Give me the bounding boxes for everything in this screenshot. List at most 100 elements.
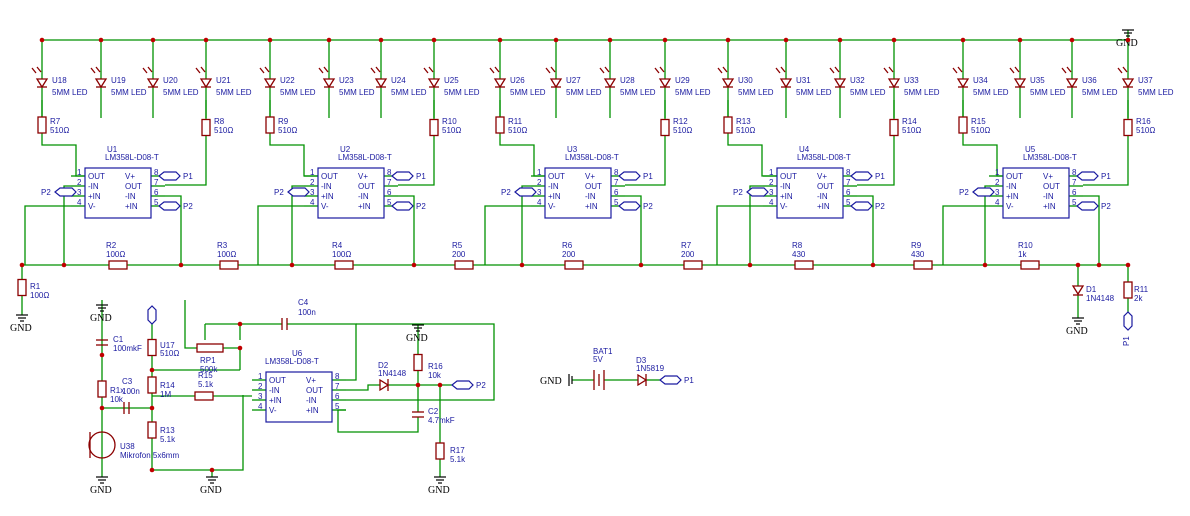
junction-dot — [837, 37, 843, 43]
net-flag-shape — [54, 187, 77, 197]
d3-value: 1N5819 — [636, 364, 665, 373]
net-flag-shape — [158, 171, 181, 181]
net-flag-label: P2 — [733, 188, 743, 197]
diode-D1 — [1071, 285, 1085, 296]
net-flag-shape — [746, 187, 769, 197]
comparator-ref: U5 — [1025, 145, 1036, 154]
comparator-pin-number: 4 — [537, 198, 542, 207]
ground-label: GND — [90, 313, 112, 324]
led-ref: U31 — [796, 76, 811, 85]
junction-dot — [98, 37, 104, 43]
comparator-pin-number: 5 — [387, 198, 392, 207]
ground-label: GND — [200, 485, 222, 496]
led-rays — [90, 66, 101, 74]
junction-dot — [237, 345, 243, 351]
p1-flag — [158, 171, 181, 181]
led-body — [146, 78, 160, 89]
ladder-resistor-ref: R7 — [681, 241, 692, 250]
net-flag-label: P2 — [875, 202, 885, 211]
wire — [398, 195, 415, 265]
comparator-pin-number: 2 — [310, 178, 315, 187]
amp-pin-number: 2 — [258, 382, 263, 391]
comparator-pin-label: +IN — [321, 192, 334, 201]
led-U36 — [1061, 66, 1079, 89]
mic-ground — [96, 476, 108, 484]
led-body — [956, 78, 970, 89]
resistor-R1x — [97, 380, 107, 398]
comparator-pin-label: -IN — [358, 192, 369, 201]
ladder-resistor-value: 430 — [911, 250, 925, 259]
comparator-pin-label: +IN — [88, 192, 101, 201]
led-resistor-R8 — [201, 118, 211, 137]
comparator-pin-number: 6 — [614, 188, 619, 197]
led-value: 5MM LED — [796, 88, 832, 97]
comparator-part: LM358L-D08-T — [565, 153, 619, 162]
comparator-pin-number: 3 — [995, 188, 1000, 197]
d1-ref: D1 — [1086, 285, 1097, 294]
led-resistor-value: 510Ω — [902, 126, 921, 135]
led-resistor-R12 — [660, 118, 670, 137]
wire — [337, 409, 419, 433]
led-body — [549, 78, 563, 89]
led-resistor-ref: R7 — [50, 117, 61, 126]
led-U18 — [31, 66, 49, 89]
junction-dot — [1069, 37, 1075, 43]
junction-dot — [99, 405, 105, 411]
comparator-pin-number: 2 — [995, 178, 1000, 187]
wire — [727, 100, 777, 177]
ladder-resistor-ref: R9 — [911, 241, 922, 250]
comparator-pin-label: OUT — [548, 172, 565, 181]
led-resistor-R15 — [958, 116, 968, 134]
comparator-pin-number: 4 — [995, 198, 1000, 207]
led-resistor-R13 — [723, 116, 733, 134]
ground-label: GND — [428, 485, 450, 496]
wire — [625, 195, 642, 265]
net-flag-shape — [158, 201, 181, 211]
junction-dot — [553, 37, 559, 43]
junction-dot — [19, 262, 25, 268]
r15-ref: R15 — [198, 371, 213, 380]
comparator-pin-label: -IN — [1006, 182, 1017, 191]
wire — [1083, 195, 1100, 265]
junction-dot — [39, 37, 45, 43]
ground-label: GND — [1116, 38, 1138, 49]
resistor-R13 — [147, 421, 157, 439]
net-flag-label: P2 — [41, 188, 51, 197]
junction-dot — [1125, 37, 1131, 43]
p2-flag — [1076, 201, 1099, 211]
net-flag-label: P1 — [183, 172, 193, 181]
led-value: 5MM LED — [111, 88, 147, 97]
wire — [223, 347, 241, 370]
amp-labels: U6 LM358L-D08-T C1 100mkF U17 510Ω C4 10… — [110, 285, 1149, 464]
led-body — [779, 78, 793, 89]
led-rays — [259, 66, 270, 74]
components — [16, 29, 1135, 484]
junction-dot — [891, 37, 897, 43]
led-rays — [545, 66, 556, 74]
u38-value: Mikrofon 5x6mm — [120, 451, 179, 460]
p2-flag — [158, 201, 181, 211]
led-U30 — [717, 66, 735, 89]
junction-dot — [431, 37, 437, 43]
rp1-ref: RP1 — [200, 356, 216, 365]
resistor-R16 — [413, 353, 423, 372]
led-body — [603, 78, 617, 89]
amp-pin-label: -IN — [269, 386, 280, 395]
resistor-R11 — [1123, 281, 1133, 299]
led-U23 — [318, 66, 336, 89]
led-ref: U20 — [163, 76, 178, 85]
junction-dot — [267, 37, 273, 43]
led-U25 — [423, 66, 441, 89]
comparator-pin-label: -IN — [1043, 192, 1054, 201]
led-ref: U19 — [111, 76, 126, 85]
c1-top-ground — [96, 304, 108, 312]
junction-dot — [783, 37, 789, 43]
led-ref: U34 — [973, 76, 988, 85]
comparator-pin-number: 2 — [769, 178, 774, 187]
c3-value: 100n — [122, 387, 140, 396]
comparator-pin-number: 6 — [846, 188, 851, 197]
led-resistor-R11 — [495, 116, 505, 134]
net-flag-shape — [147, 305, 157, 325]
wire — [257, 205, 304, 265]
net-flag-shape — [514, 187, 537, 197]
